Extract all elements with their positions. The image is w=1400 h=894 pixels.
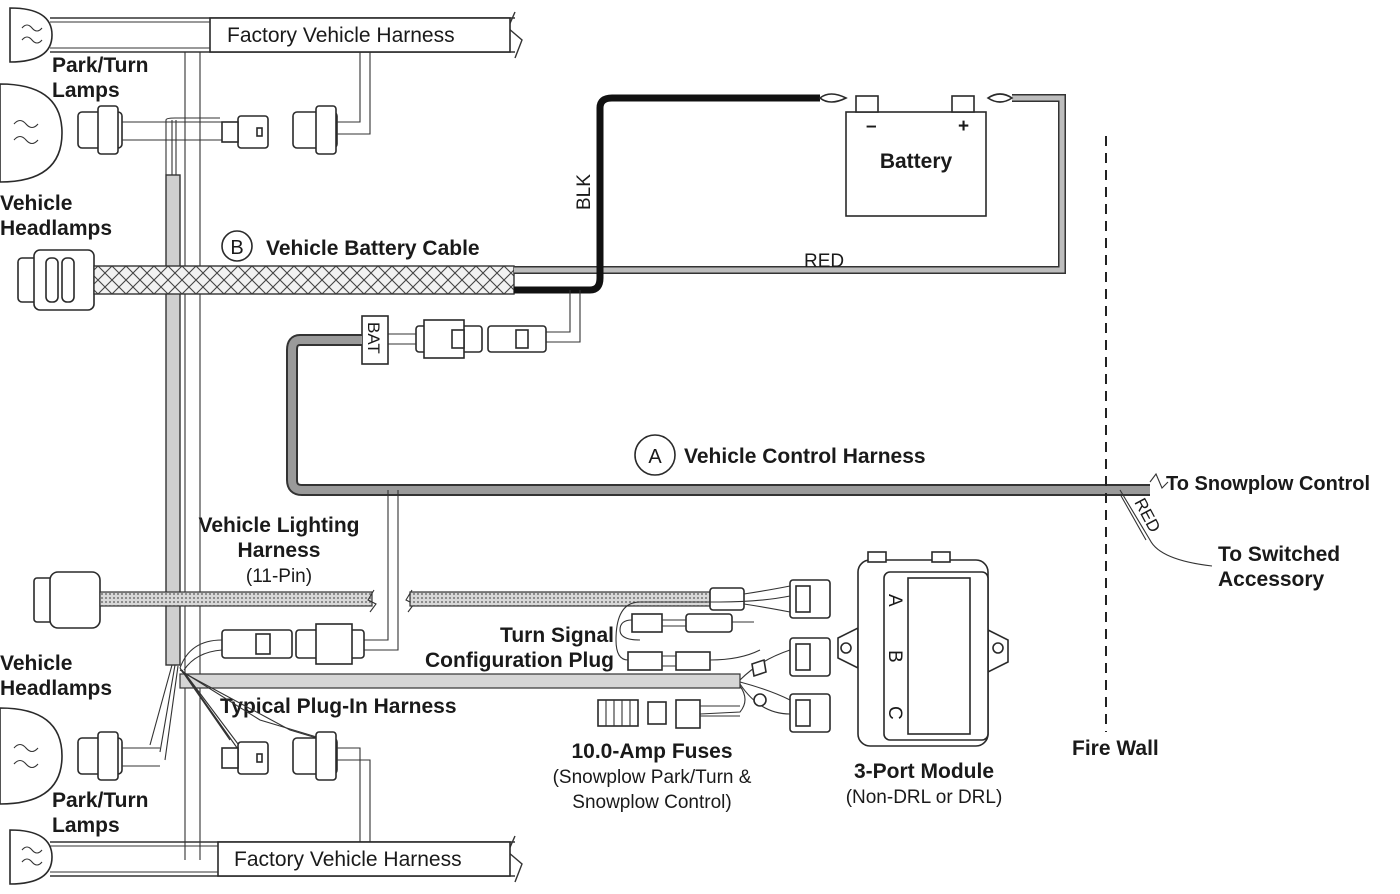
park-turn-bottom-label-1: Park/Turn [52,789,148,812]
battery-label: Battery [880,150,953,173]
lighting-harness-label-2: Harness [238,539,321,562]
marker-b [221,230,253,262]
headlamp-bottom-connector [77,731,371,842]
module-label-1: 3-Port Module [854,760,994,783]
turn-signal-label-1: Turn Signal [500,624,614,647]
turn-signal-label-2: Configuration Plug [425,649,614,672]
port-b-label: B [884,650,905,663]
port-a-label: A [884,594,905,607]
three-port-module-icon [837,551,1009,747]
bat-connector [361,290,581,365]
battery-cable-label: Vehicle Battery Cable [266,237,480,260]
factory-harness-bottom-box [217,841,511,877]
fuses-label-3: Snowplow Control) [572,792,731,813]
headlamps-bottom-label-1: Vehicle [0,652,72,675]
battery-pos-label: + [958,116,969,137]
lighting-harness-label-3: (11-Pin) [246,566,312,587]
headlamp-top-icon [0,83,63,183]
factory-harness-bottom [50,835,523,883]
marker-a-label: A [648,446,662,468]
fuses-label-2: (Snowplow Park/Turn & [553,767,752,788]
plugin-harness-trunk [165,52,220,860]
headlamp-top-connector [77,52,371,155]
control-harness-label: Vehicle Control Harness [684,445,926,468]
blk-label: BLK [574,174,595,210]
lighting-harness-label-1: Vehicle Lighting [198,514,359,537]
plugin-harness-label: Typical Plug-In Harness [220,695,457,718]
marker-b-label: B [230,237,243,259]
to-switched-label-1: To Switched [1218,543,1340,566]
factory-harness-top-label: Factory Vehicle Harness [227,24,455,47]
headlamp-bottom-icon [0,707,63,805]
module-port-connectors [789,637,831,733]
park-turn-bottom-label-2: Lamps [52,814,120,837]
headlamps-top-label-2: Headlamps [0,217,112,240]
turn-signal-config-plug [615,595,791,671]
plugin-harness-run [179,649,791,715]
fire-wall-label: Fire Wall [1072,737,1159,760]
factory-harness-bottom-label: Factory Vehicle Harness [234,848,462,871]
to-switched-label-2: Accessory [1218,568,1325,591]
red-top-label: RED [804,251,844,272]
vehicle-control-harness [286,334,1213,651]
trunk-connectors [179,623,365,671]
battery-neg-label: – [866,116,877,137]
bat-tag-label: BAT [364,322,383,354]
module-label-2: (Non-DRL or DRL) [846,787,1003,808]
headlamps-top-label-1: Vehicle [0,192,72,215]
marker-a [634,434,676,476]
fuse-holder [597,699,740,729]
park-turn-top-label-2: Lamps [52,79,120,102]
fuses-label-1: 10.0-Amp Fuses [571,740,732,763]
park-turn-lamp-top-icon [9,7,53,63]
port-c-label: C [884,706,905,720]
to-snowplow-control-label: To Snowplow Control [1166,473,1370,495]
battery-cable [17,94,1066,311]
factory-harness-top-box [209,17,511,53]
factory-harness-top [50,11,523,59]
headlamps-bottom-label-2: Headlamps [0,677,112,700]
park-turn-lamp-bottom-icon [9,829,53,885]
park-turn-top-label-1: Park/Turn [52,54,148,77]
battery-icon [818,93,1014,217]
